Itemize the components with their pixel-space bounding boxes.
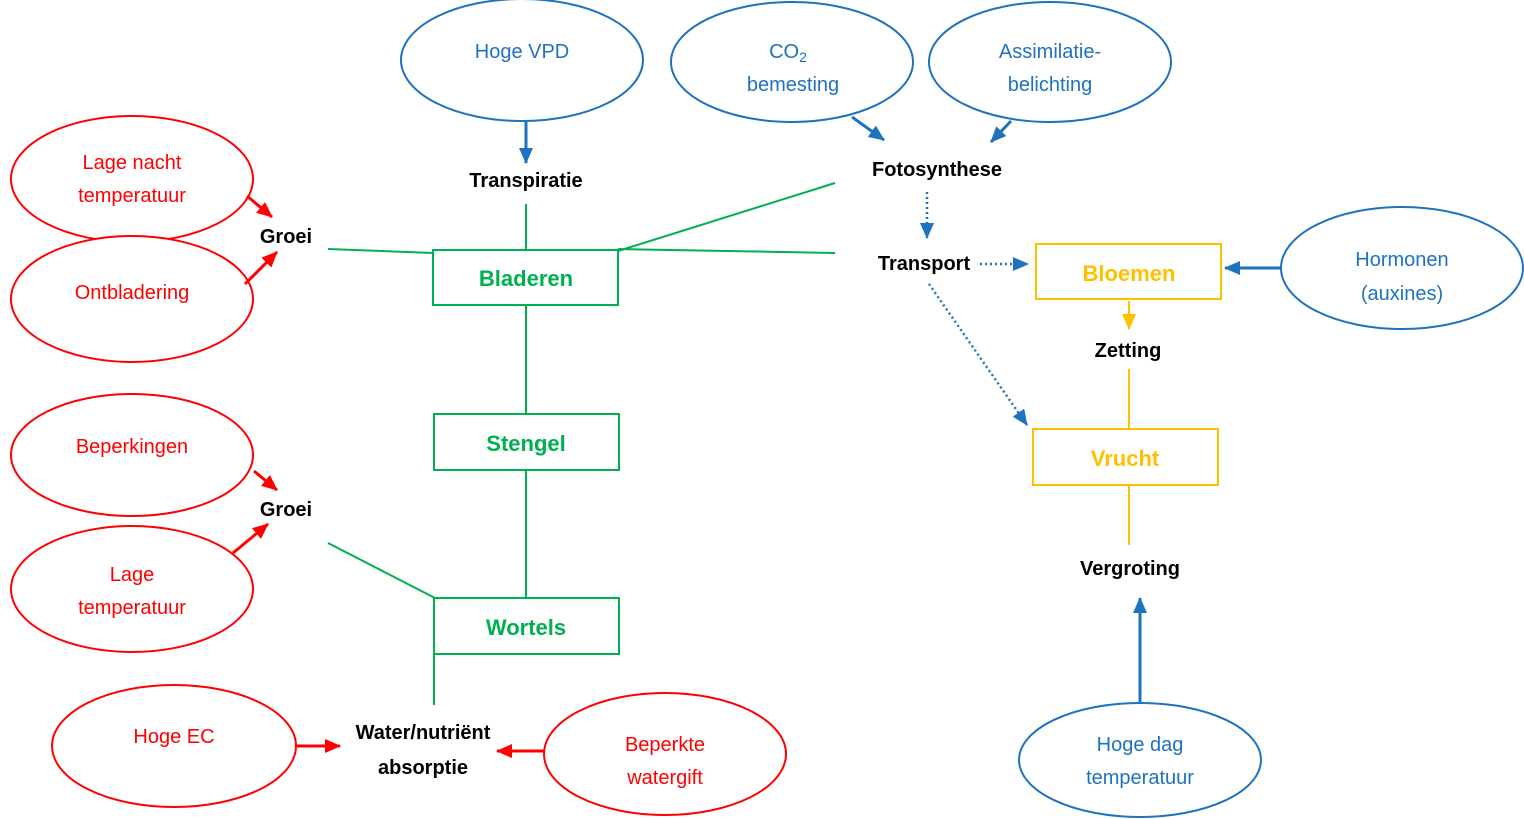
arrow-lage-temp-groei <box>232 522 269 555</box>
process-groei-top: Groei <box>260 226 312 248</box>
co2-subscript: 2 <box>799 49 807 65</box>
factor-assimilatiebelichting <box>928 1 1172 123</box>
factor-lage-nacht-temperatuur <box>10 115 254 243</box>
arrow-lage-nacht-groei <box>246 194 273 219</box>
organ-label-stengel: Stengel <box>486 431 565 456</box>
organ-label-bladeren: Bladeren <box>479 266 573 291</box>
ontbladering-label: Ontbladering <box>75 282 190 304</box>
lage-nacht-label-1: Lage nacht <box>83 152 182 174</box>
process-water-absorptie-1: Water/nutriënt <box>356 722 491 744</box>
organ-label-bloemen: Bloemen <box>1083 261 1176 286</box>
factor-hoge-ec <box>51 684 297 808</box>
process-groei-bottom: Groei <box>260 499 312 521</box>
line-bladeren-fotosynthese <box>617 182 836 252</box>
beperkte-label-1: Beperkte <box>625 734 705 756</box>
factor-beperkte-watergift <box>543 692 787 816</box>
process-transport: Transport <box>878 253 971 275</box>
line-bladeren-transport <box>617 248 836 254</box>
co2-label: CO2 <box>769 41 807 65</box>
arrow-ontbladering-groei <box>243 250 279 286</box>
organ-label-wortels: Wortels <box>486 615 566 640</box>
arrow-transport-vrucht <box>927 283 1029 426</box>
organ-box-vrucht: Vrucht <box>1032 428 1219 486</box>
factor-ontbladering <box>10 235 254 363</box>
organ-box-stengel: Stengel <box>433 413 620 471</box>
organ-label-vrucht: Vrucht <box>1091 446 1160 471</box>
line-groei-bladeren <box>327 248 434 254</box>
lage-nacht-label-2: temperatuur <box>78 185 186 207</box>
process-vergroting: Vergroting <box>1080 558 1180 580</box>
hoge-dag-label-2: temperatuur <box>1086 767 1194 789</box>
process-fotosynthese: Fotosynthese <box>872 159 1002 181</box>
assim-label-2: belichting <box>1008 74 1093 96</box>
co2-label-2: bemesting <box>747 74 839 96</box>
line-groei-wortels <box>327 542 436 599</box>
hoge-ec-label: Hoge EC <box>133 726 214 748</box>
organ-box-bladeren: Bladeren <box>432 249 619 306</box>
hormonen-label-1: Hormonen <box>1355 249 1448 271</box>
hormonen-label-2: (auxines) <box>1361 283 1443 305</box>
organ-box-wortels: Wortels <box>433 597 620 655</box>
factor-lage-temperatuur <box>10 525 254 653</box>
beperkingen-label: Beperkingen <box>76 436 188 458</box>
co2-base: CO <box>769 41 799 63</box>
factor-beperkingen <box>10 393 254 517</box>
hoge-dag-label-1: Hoge dag <box>1097 734 1184 756</box>
beperkte-label-2: watergift <box>626 767 703 789</box>
lage-temp-label-1: Lage <box>110 564 155 586</box>
factor-hoge-vpd <box>400 0 644 122</box>
process-water-absorptie-2: absorptie <box>378 757 468 779</box>
hoge-vpd-label: Hoge VPD <box>475 41 570 63</box>
organ-box-bloemen: Bloemen <box>1035 243 1222 300</box>
green-connectors <box>327 182 836 705</box>
process-transpiratie: Transpiratie <box>469 170 582 192</box>
arrow-beperkingen-groei <box>253 469 278 492</box>
factor-co2-bemesting <box>670 1 914 123</box>
arrow-co2-fotosynthese <box>851 115 885 142</box>
arrow-assim-fotosynthese <box>989 119 1013 144</box>
assim-label-1: Assimilatie- <box>999 41 1101 63</box>
lage-temp-label-2: temperatuur <box>78 597 186 619</box>
process-zetting: Zetting <box>1095 340 1162 362</box>
factor-hoge-dag-temperatuur <box>1018 702 1262 818</box>
